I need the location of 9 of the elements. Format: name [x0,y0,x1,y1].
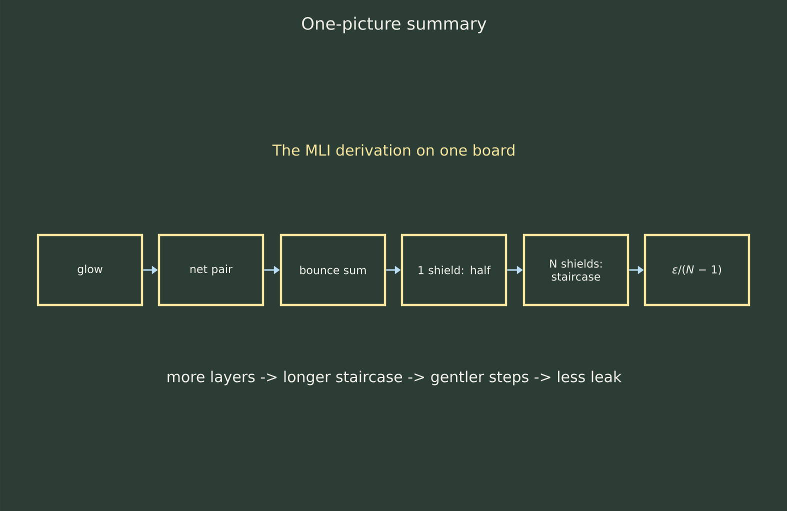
process-box: 1 shield: half [400,234,508,306]
process-box: N shields: staircase [522,234,630,306]
process-box: glow [36,234,144,306]
process-box: net pair [158,234,264,306]
process-box: bounce sum [280,234,386,306]
process-box: ε/(N − 1) [644,234,750,306]
subtitle: The MLI derivation on one board [272,144,514,156]
title: One-picture summary [302,16,486,34]
caption-text: more layers -> longer staircase -> gentler steps -> less leak [168,370,622,386]
